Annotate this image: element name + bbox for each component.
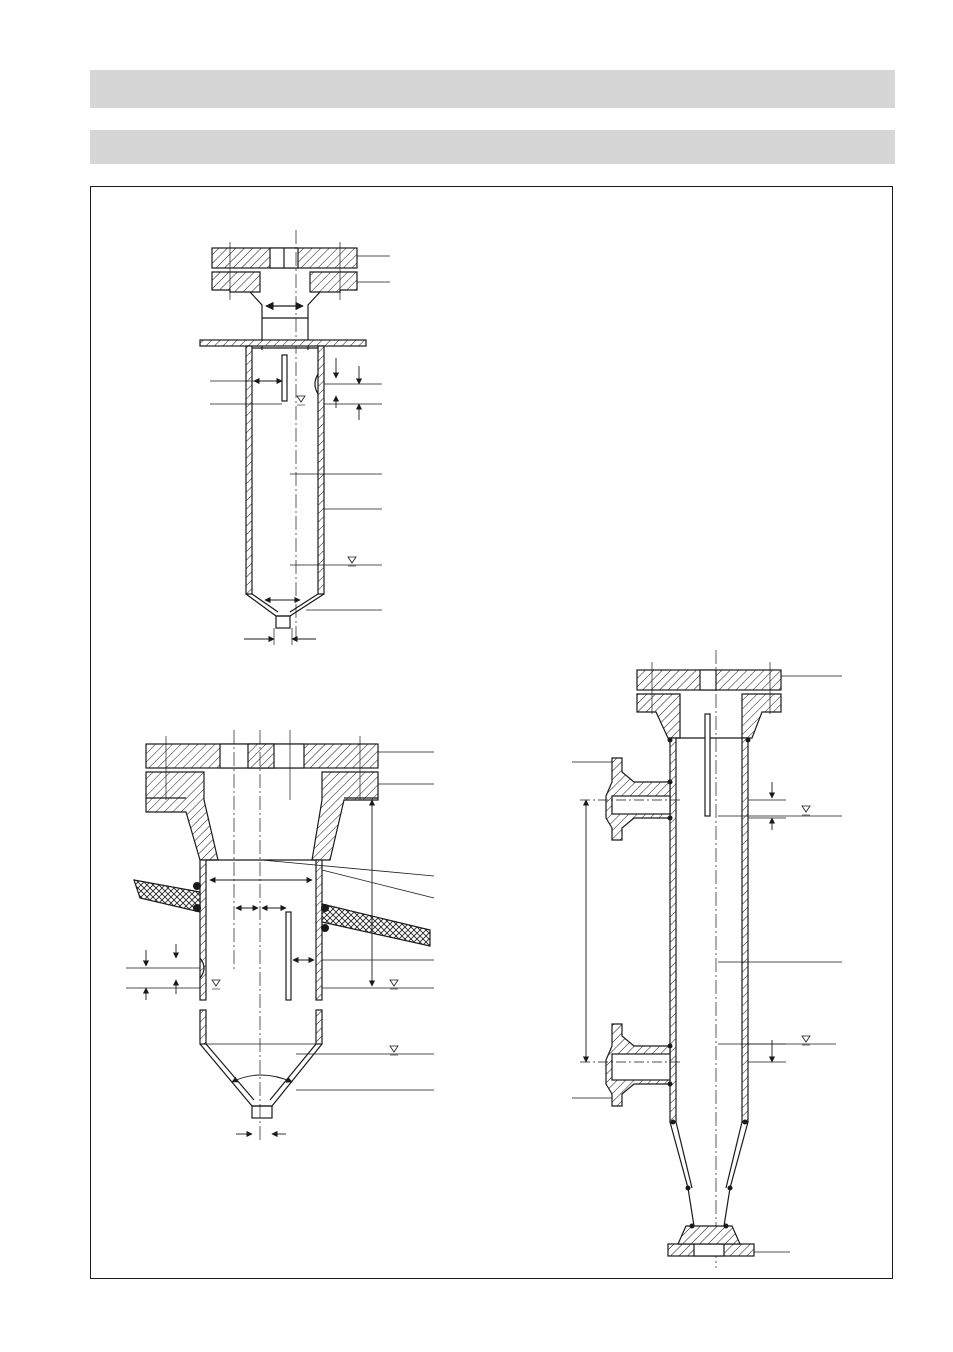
figure-bottom-left: [126, 730, 435, 1140]
figure-top-left: [199, 230, 390, 645]
figure-right: [572, 650, 842, 1268]
header-bar-1: [90, 70, 895, 108]
drawing-frame: [90, 186, 893, 1279]
header-bar-2: [90, 130, 895, 164]
